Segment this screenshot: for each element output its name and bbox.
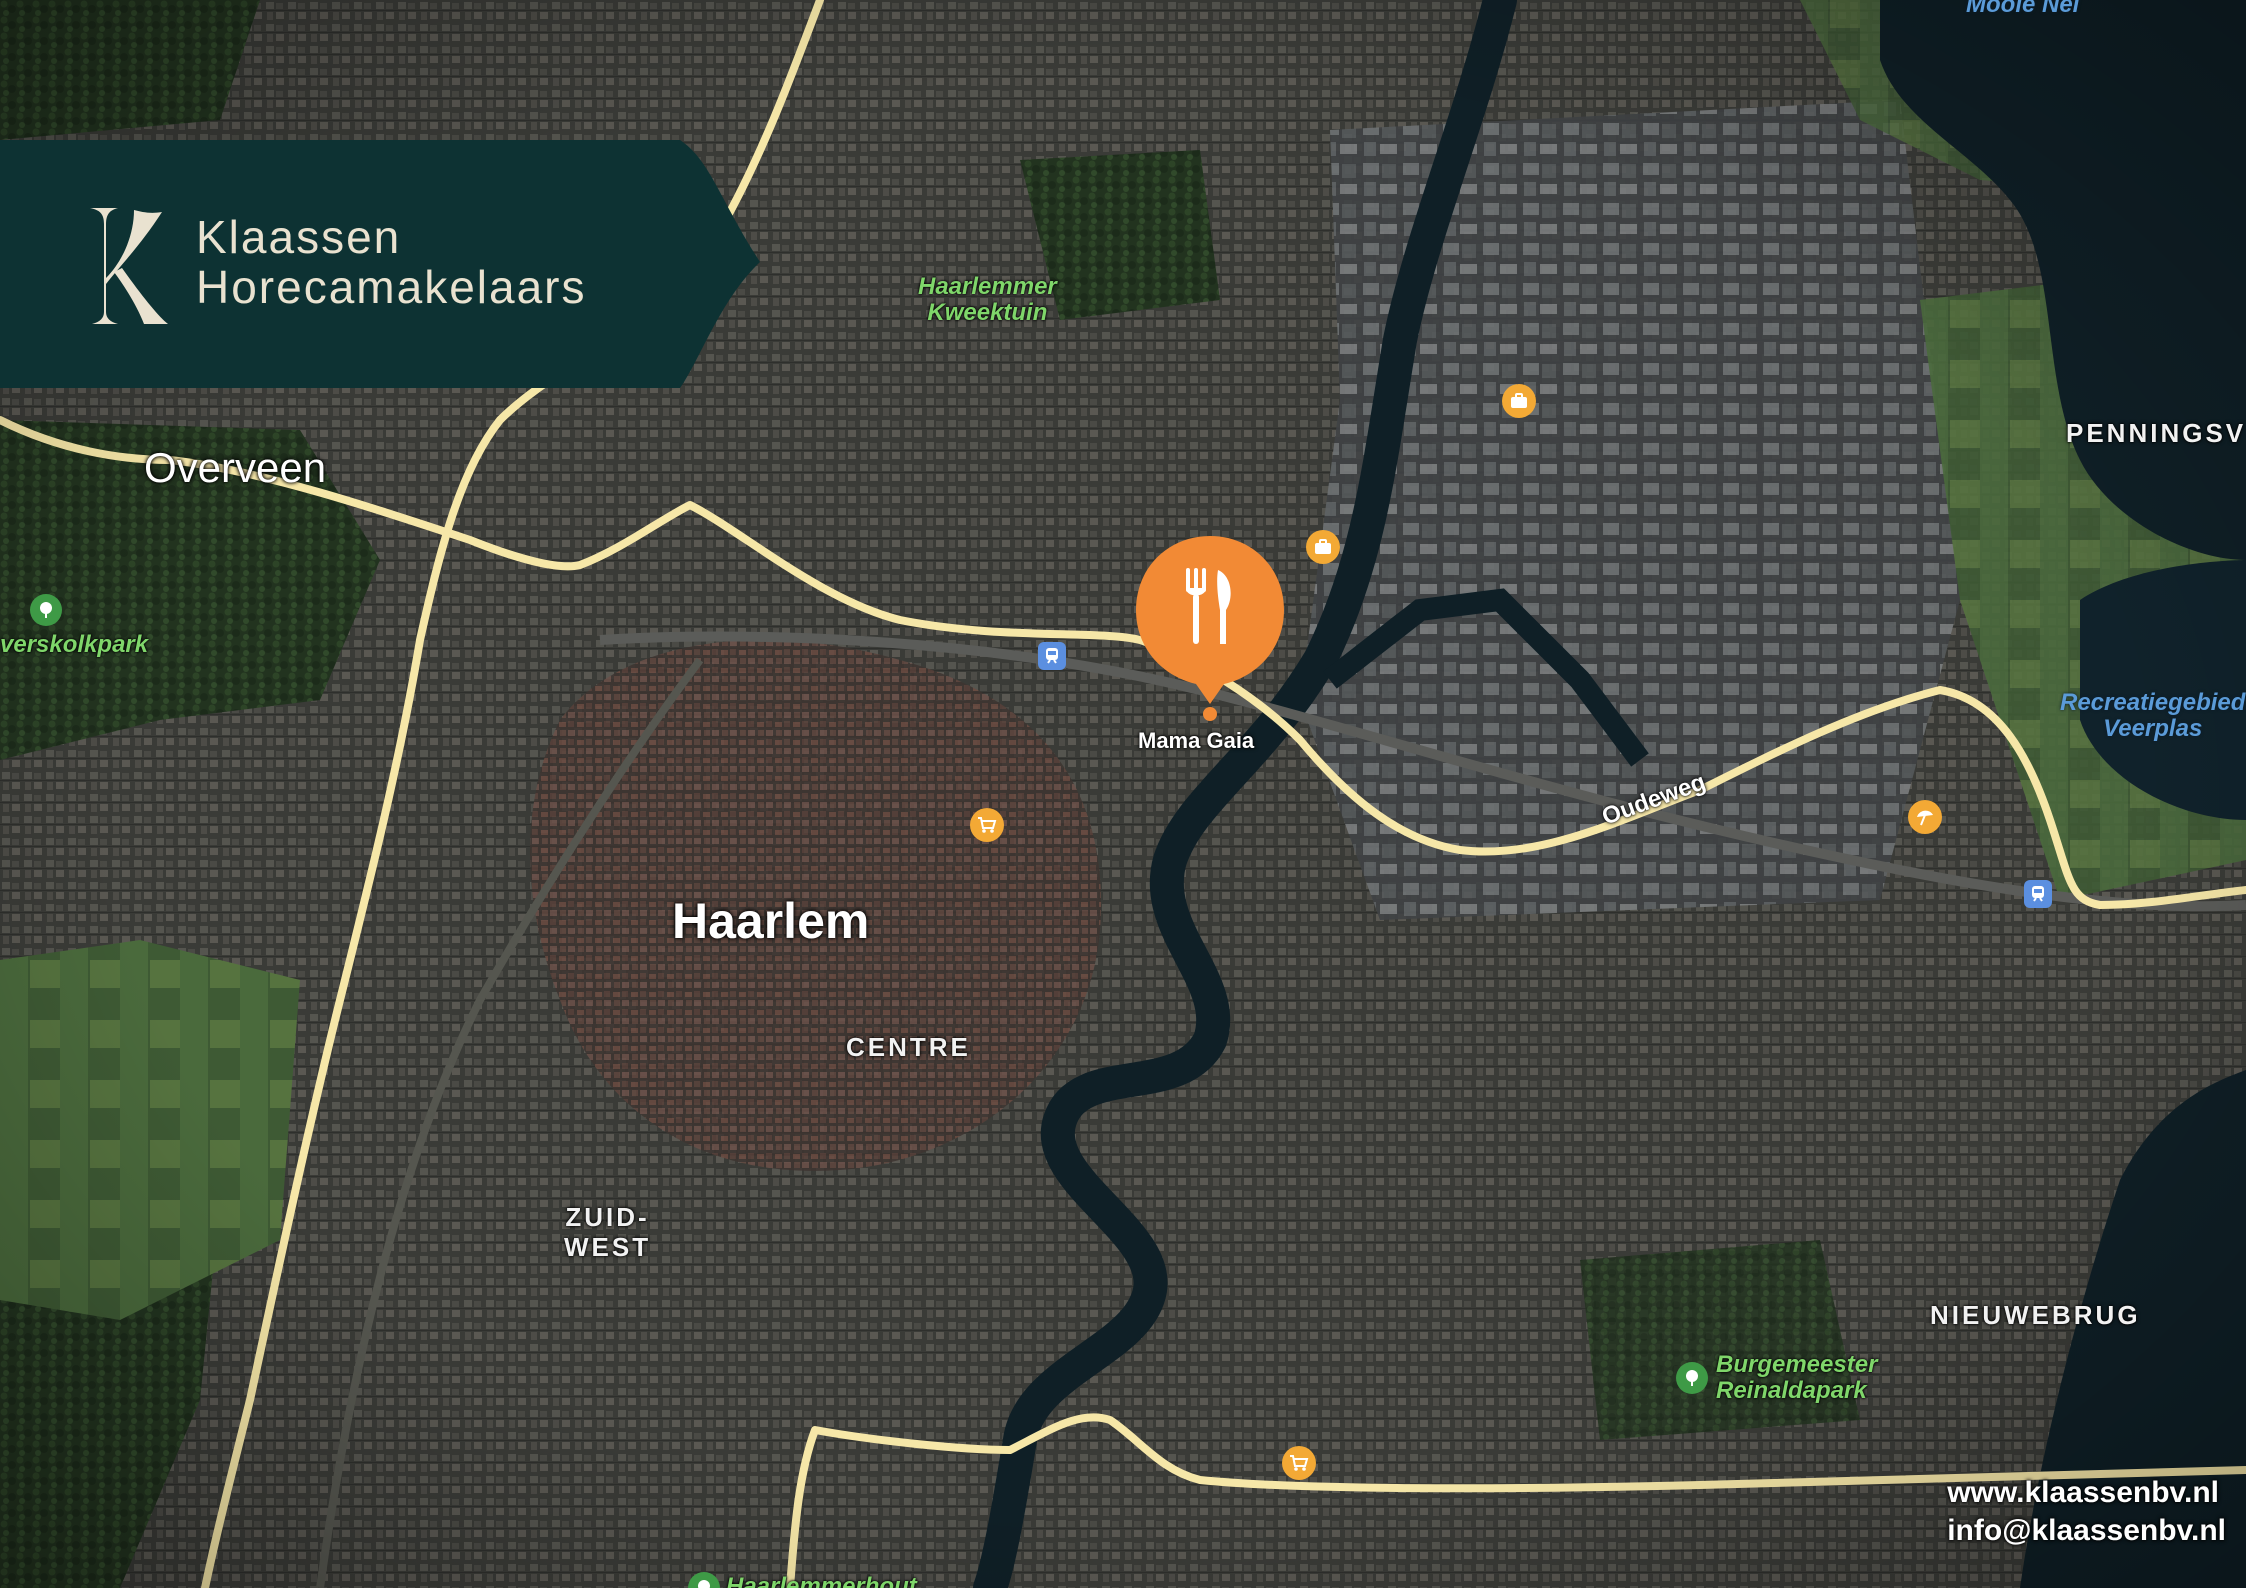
label-zuid-west-line1: ZUID- <box>565 1202 650 1232</box>
briefcase-icon[interactable] <box>1306 530 1340 564</box>
label-zuid-west-line2: WEST <box>564 1232 652 1262</box>
label-nieuwebrug: NIEUWEBRUG <box>1930 1300 2141 1330</box>
label-haarlemmer-kweektuin: Haarlemmer Kweektuin <box>918 274 1057 326</box>
label-haarlemmerhout: Haarlemmerhout <box>726 1573 917 1588</box>
label-penningsv: PENNINGSV <box>2066 418 2246 448</box>
brand-name-line1: Klaassen <box>196 211 402 263</box>
brand-name-line2: Horecamakelaars <box>196 261 587 313</box>
shopping-cart-icon[interactable] <box>970 808 1004 842</box>
marker-pin-shape <box>1136 536 1284 721</box>
brand-logo-icon <box>70 200 170 330</box>
label-mooie-nel: Mooie Nel <box>1966 0 2080 18</box>
shopping-cart-icon[interactable] <box>1282 1446 1316 1480</box>
label-verskolkpark: verskolkpark <box>0 631 149 658</box>
brand-name: Klaassen Horecamakelaars <box>196 212 586 312</box>
restaurant-marker[interactable] <box>1132 532 1288 722</box>
park-tree-icon[interactable] <box>688 1572 720 1588</box>
label-centre: CENTRE <box>846 1032 971 1062</box>
marker-label: Mama Gaia <box>1138 728 1255 753</box>
briefcase-icon[interactable] <box>1502 384 1536 418</box>
train-station-icon[interactable] <box>2024 880 2052 908</box>
label-burgemeester-reinaldapark: Burgemeester Reinaldapark <box>1716 1352 1877 1404</box>
label-burgemeester-line1: Burgemeester <box>1716 1351 1878 1378</box>
label-haarlem: Haarlem <box>672 893 870 949</box>
label-haarlemmer-kweektuin-line2: Kweektuin <box>927 299 1048 326</box>
fork-knife-icon <box>1182 568 1238 648</box>
park-tree-icon[interactable] <box>30 594 62 626</box>
label-zuid-west: ZUID- WEST <box>564 1202 651 1262</box>
contact-info: www.klaassenbv.nl info@klaassenbv.nl <box>1947 1474 2226 1550</box>
beach-umbrella-icon[interactable] <box>1908 800 1942 834</box>
label-recreatie-line2: Veerplas <box>2103 715 2203 742</box>
brand-banner-shape <box>0 140 760 388</box>
label-overveen: Overveen <box>144 444 327 491</box>
park-tree-icon[interactable] <box>1676 1362 1708 1394</box>
website-link[interactable]: www.klaassenbv.nl <box>1947 1476 2219 1509</box>
email-link[interactable]: info@klaassenbv.nl <box>1947 1514 2226 1547</box>
train-station-icon[interactable] <box>1038 642 1066 670</box>
label-recreatiegebied-veerplas: Recreatiegebied Veerplas <box>2060 690 2245 742</box>
label-burgemeester-line2: Reinaldapark <box>1716 1377 1867 1404</box>
brand-banner: Klaassen Horecamakelaars <box>0 0 800 400</box>
label-recreatie-line1: Recreatiegebied <box>2060 689 2246 716</box>
label-haarlemmer-kweektuin-line1: Haarlemmer <box>918 273 1057 300</box>
